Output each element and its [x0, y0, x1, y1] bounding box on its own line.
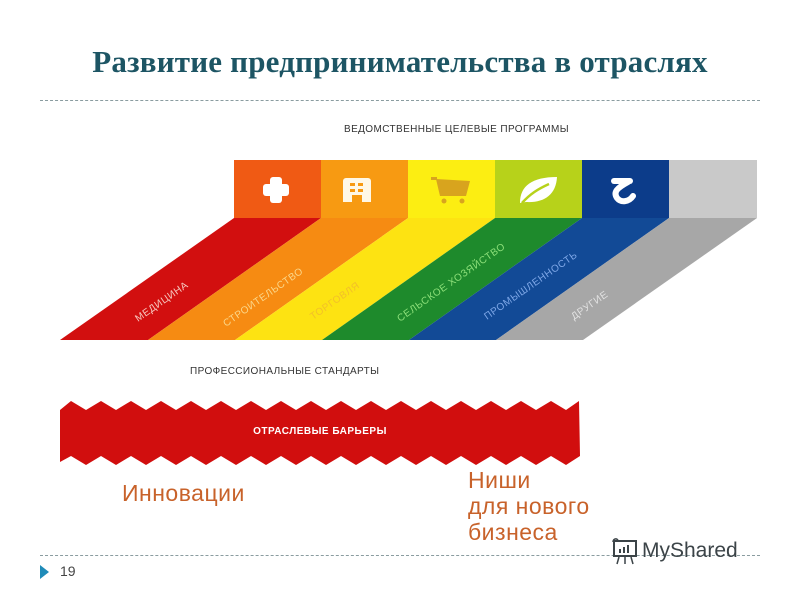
- presentation-board-icon: [612, 538, 637, 565]
- band-agriculture: [322, 218, 582, 340]
- watermark: MyShared: [610, 536, 738, 566]
- industry-hook-icon: [611, 178, 636, 205]
- sector-tiles: [234, 160, 757, 218]
- tile-other: [669, 160, 757, 218]
- innovations-label: Инновации: [122, 480, 245, 506]
- band-medicine: [60, 218, 321, 340]
- shopping-cart-icon: [431, 177, 470, 204]
- leaf-icon: [520, 177, 557, 204]
- slide-title: Развитие предпринимательства в отраслях: [92, 44, 708, 79]
- banner-label: ОТРАСЛЕВЫЕ БАРЬЕРЫ: [253, 426, 387, 437]
- band-industry: [409, 218, 669, 340]
- band-construction: [148, 218, 408, 340]
- watermark-text: MyShared: [642, 539, 738, 562]
- industry-barriers-banner: [60, 401, 580, 465]
- sector-bands: [60, 218, 757, 340]
- page-number: 19: [60, 563, 76, 579]
- niches-line-1: Ниши: [468, 467, 531, 493]
- triangle-bullet-icon: [40, 565, 49, 579]
- medical-cross-icon: [263, 177, 289, 203]
- building-icon: [343, 178, 371, 202]
- niches-label: Ниши для нового бизнеса: [468, 467, 590, 545]
- standards-caption: ПРОФЕССИОНАЛЬНЫЕ СТАНДАРТЫ: [190, 366, 380, 377]
- programs-caption: ВЕДОМСТВЕННЫЕ ЦЕЛЕВЫЕ ПРОГРАММЫ: [344, 124, 569, 135]
- band-trade: [235, 218, 495, 340]
- footer-divider: [40, 555, 760, 556]
- tile-industry: [582, 160, 669, 218]
- band-other: [496, 218, 757, 340]
- title-divider: [40, 100, 760, 101]
- niches-line-3: бизнеса: [468, 519, 558, 545]
- niches-line-2: для нового: [468, 493, 590, 519]
